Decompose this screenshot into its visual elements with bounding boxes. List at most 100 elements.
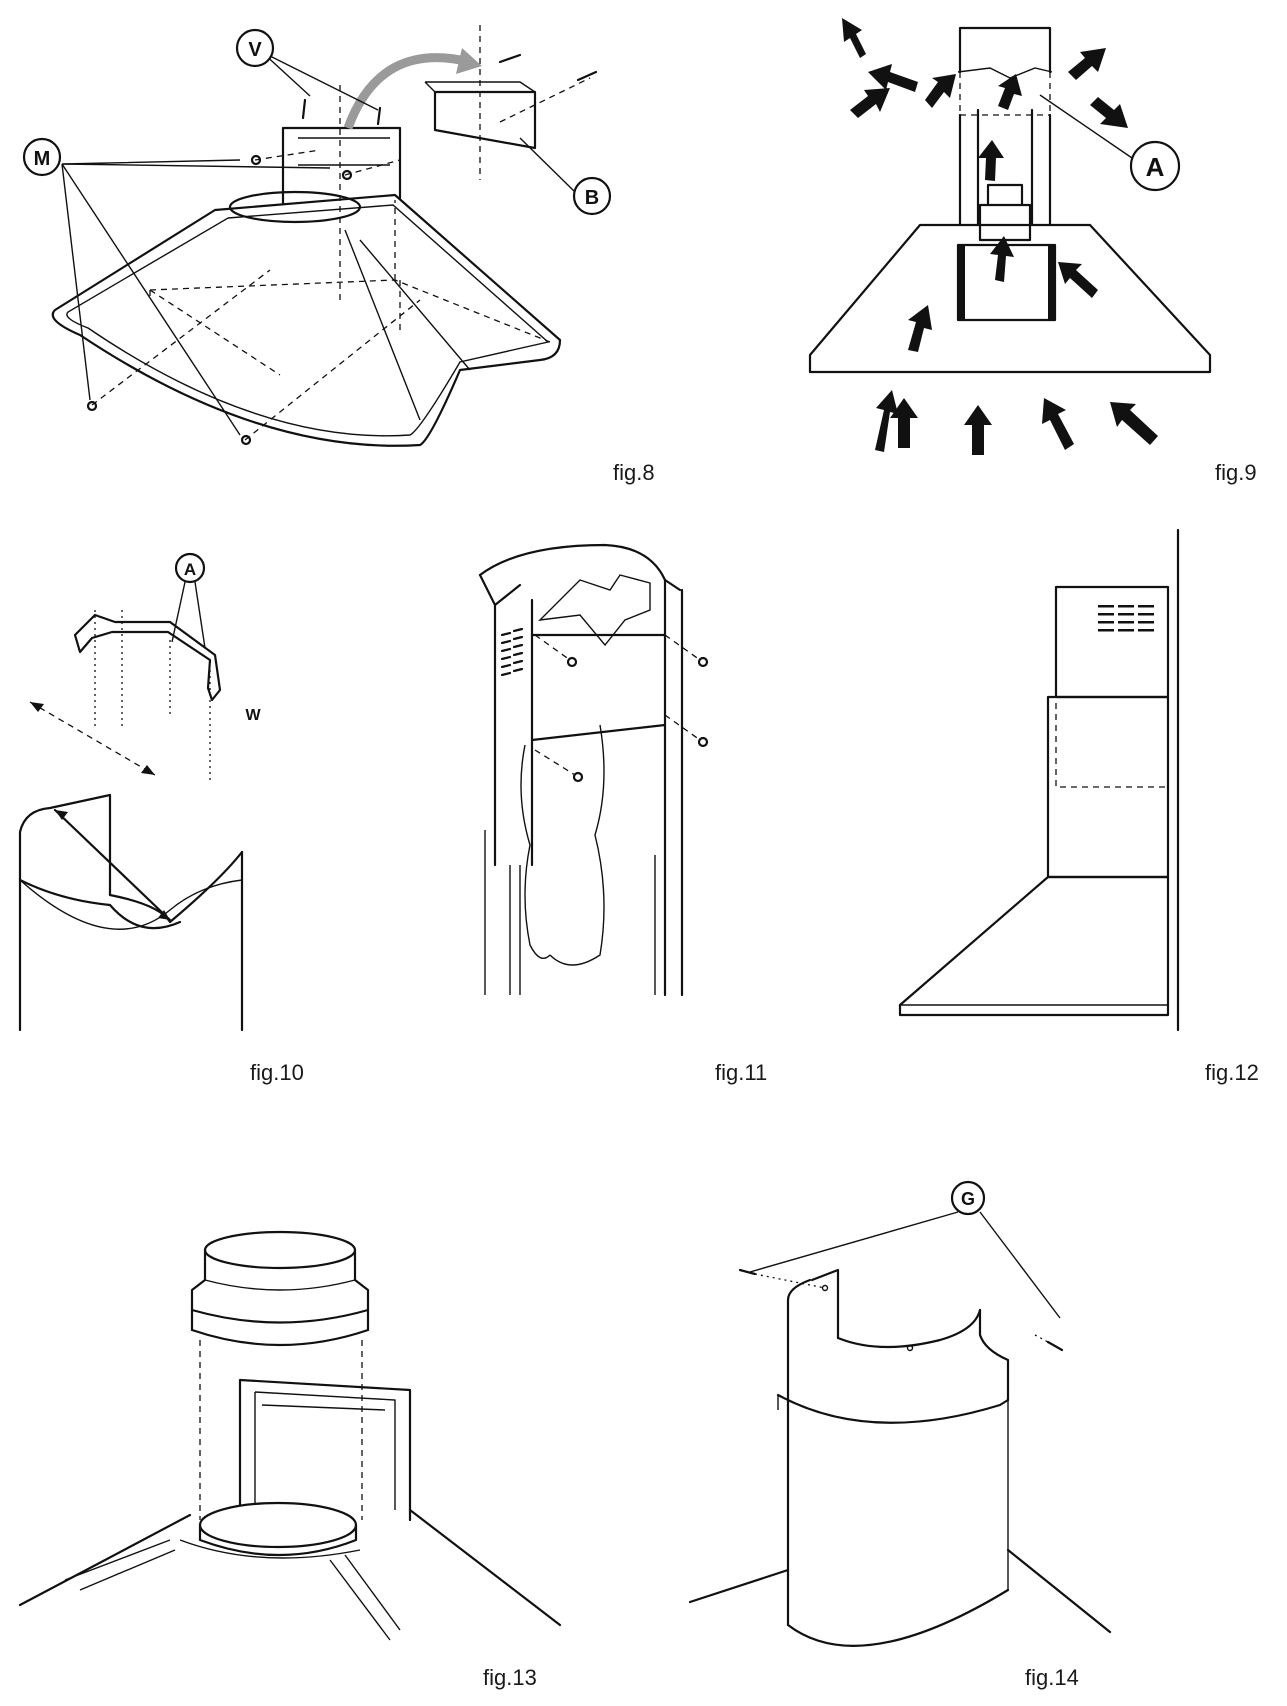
- leader-lines-m: [61, 159, 331, 436]
- chimney-lower: [958, 113, 1052, 227]
- screw-path-front-right: [244, 299, 421, 441]
- figure-14-chimney-fixing-screws: G: [688, 1170, 1130, 1650]
- duct-band: [190, 1308, 370, 1347]
- chimney-lower-band: [19, 879, 243, 930]
- chimney-left-tab: [810, 1268, 840, 1340]
- figure-13-drawing: [18, 1230, 562, 1641]
- label-a: A: [1146, 152, 1165, 182]
- back-plate-slot: [261, 1404, 386, 1411]
- filter-box-edges: [958, 245, 1055, 320]
- chimney-top-left: [18, 793, 112, 834]
- label-w: W: [245, 707, 261, 724]
- label-g-circle: [950, 1180, 986, 1216]
- chimney-right-tab: [978, 1308, 1010, 1402]
- chimney-section-edges: [18, 793, 244, 1032]
- duct-alignment-lines: [199, 1340, 363, 1520]
- hood-side-seams: [344, 229, 471, 421]
- hidden-deflector: [959, 72, 1051, 116]
- bracket-screw-path: [499, 77, 591, 123]
- screw-path-back-right: [344, 159, 401, 176]
- duct-step: [204, 1279, 356, 1291]
- leader-lines-g: [749, 1211, 1061, 1319]
- screw-paths: [754, 1273, 1049, 1343]
- bracket-guide-lines: [94, 610, 211, 780]
- move-bracket-arrow: [343, 53, 472, 130]
- caption-fig-9: fig.9: [1215, 460, 1257, 485]
- chimney-lower-rim: [18, 878, 182, 930]
- hood-back-plate: [281, 126, 402, 206]
- caption-fig-12: fig.12: [1205, 1060, 1259, 1085]
- hood-outlet-ring: [198, 1501, 358, 1549]
- screw-hole-left: [821, 1284, 829, 1292]
- upper-chimney: [1054, 585, 1170, 699]
- label-b-circle: [572, 176, 612, 216]
- screw-icons: [566, 656, 709, 783]
- duct-top-rim: [203, 1230, 357, 1270]
- hood-canopy: [808, 223, 1212, 374]
- screw-path-back-left: [254, 149, 321, 161]
- label-a-circle: [1129, 140, 1181, 192]
- screw-path-front-left: [91, 269, 271, 406]
- figure-8-hood-bracket-mounting: V M B: [0, 0, 660, 470]
- chimney-joint: [776, 1393, 1010, 1424]
- label-m: M: [34, 148, 51, 170]
- figure-11-chimney-assembly: [460, 535, 740, 1015]
- filter-box: [956, 243, 1057, 322]
- width-dimension-line: [29, 701, 156, 776]
- chimney-top-curve: [836, 1308, 982, 1349]
- label-v: V: [248, 39, 262, 61]
- caption-fig-13: fig.13: [483, 1665, 537, 1690]
- caption-fig-11: fig.11: [715, 1060, 768, 1085]
- chimney-upper: [958, 26, 1052, 74]
- figure-11-drawing: [478, 543, 709, 997]
- leader-lines-v: [261, 51, 379, 111]
- chimney-bracket: [73, 613, 222, 702]
- screw-icons: [86, 98, 382, 446]
- leader-line-b: [519, 137, 576, 193]
- motor-collar: [978, 183, 1032, 242]
- chimney-top-front: [108, 850, 244, 924]
- hood-hidden-edges: [149, 200, 551, 376]
- leader-lines-a: [171, 581, 206, 649]
- chimney-section-edges: [777, 1395, 1009, 1590]
- hood-surface-lines: [64, 1539, 401, 1641]
- upper-chimney-vents: [1098, 605, 1154, 632]
- wall-plug-icons: [498, 53, 598, 82]
- chimney-top-left-fold: [478, 573, 522, 607]
- label-a: A: [184, 560, 196, 579]
- wall-bracket-b: [433, 90, 537, 150]
- label-a-circle: [174, 552, 206, 584]
- figure-8-drawing: V M B: [22, 25, 612, 447]
- figure-9-recirculation-airflow: A: [780, 0, 1280, 470]
- chimney-width-line: [53, 808, 172, 922]
- label-m-circle: [22, 137, 62, 177]
- caption-fig-10: fig.10: [250, 1060, 304, 1085]
- chimney-left-edge: [786, 1278, 812, 1627]
- hood-side-profile: [898, 875, 1170, 1017]
- airflow-arrows: [842, 18, 1158, 455]
- chimney-top-edge: [478, 543, 682, 592]
- deflector-baffle: [538, 574, 651, 647]
- label-v-circle: [235, 28, 275, 68]
- chimney-vent-slots: [500, 627, 524, 677]
- label-g: G: [961, 1189, 975, 1209]
- chimney-cross-edges: [530, 633, 667, 742]
- hood-top-edges: [688, 1548, 1112, 1634]
- screw-hole-right: [906, 1344, 914, 1352]
- figure-10-drawing: A W: [18, 552, 261, 1032]
- move-bracket-arrowhead: [456, 48, 482, 74]
- figure-9-drawing: A: [808, 18, 1212, 455]
- hood-canopy-outline: [51, 193, 562, 447]
- back-plate-inner: [254, 1391, 396, 1510]
- caption-fig-8: fig.8: [613, 460, 655, 485]
- leader-line-a: [1039, 94, 1133, 159]
- figure-14-drawing: G: [688, 1180, 1112, 1647]
- hood-top-edges: [18, 1508, 562, 1627]
- figure-13-duct-connection: [0, 1220, 600, 1650]
- hood-canopy-rim: [66, 204, 550, 437]
- hidden-overlap-line: [1055, 703, 1168, 788]
- chimney-lower-walls: [484, 830, 656, 995]
- back-plate: [238, 1378, 412, 1522]
- figure-12-drawing: [898, 528, 1180, 1032]
- inner-duct: [976, 108, 1034, 227]
